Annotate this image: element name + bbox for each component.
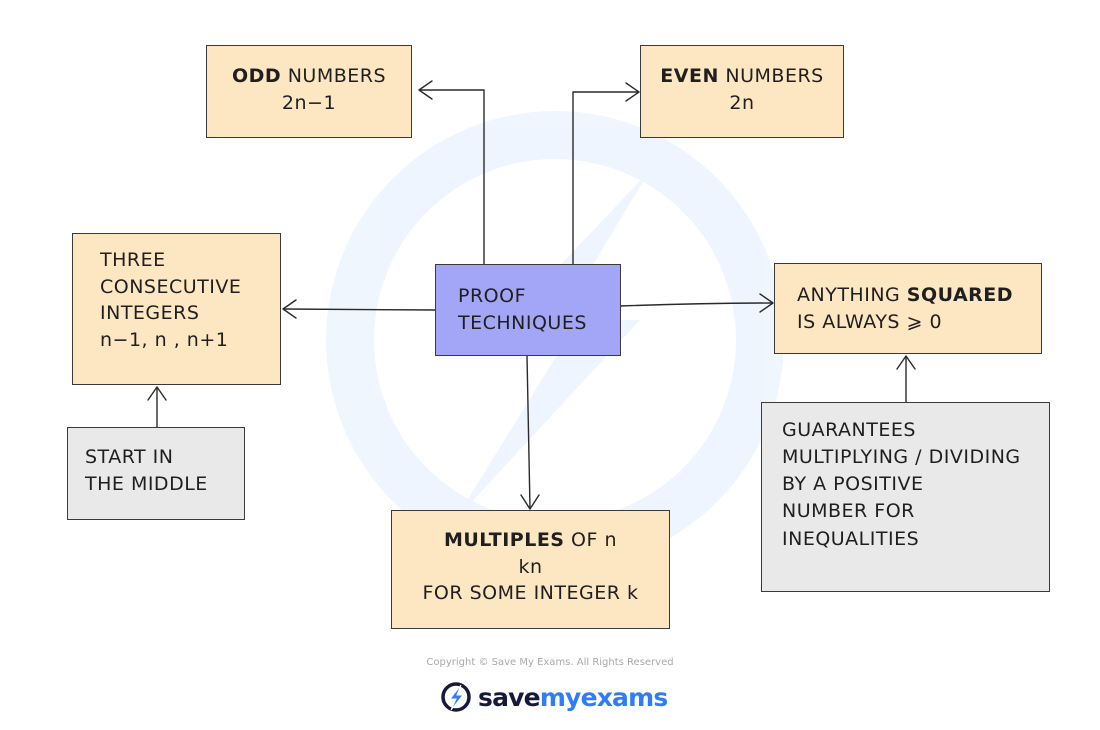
logo-word-my: my (539, 682, 582, 712)
three-consecutive-integers-node: THREE CONSECUTIVE INTEGERS n−1, n , n+1 (72, 233, 281, 385)
arrow-proof-to-three (283, 308, 436, 311)
save-my-exams-logo: savemyexams (440, 677, 669, 717)
three-line3: INTEGERS (100, 302, 200, 325)
squared-keyword: SQUARED (906, 284, 1014, 306)
multiples-formula: kn (518, 555, 543, 578)
logo-word-save: save (478, 682, 541, 712)
multiples-keyword: MULTIPLES (443, 529, 565, 551)
guarantees-line1: GUARANTEES (782, 419, 916, 441)
even-keyword: EVEN (660, 65, 719, 87)
arrow-proof-to-even (572, 91, 639, 265)
guarantees-line3: BY A POSITIVE (782, 473, 924, 496)
even-numbers-node: EVEN NUMBERS 2n (640, 45, 844, 138)
three-line1: THREE (100, 249, 166, 271)
three-formula: n−1, n , n+1 (100, 328, 229, 351)
start-line1: START IN (85, 446, 174, 468)
start-in-middle-note: START IN THE MIDDLE (67, 427, 245, 520)
even-formula: 2n (729, 91, 755, 114)
arrow-proof-to-odd (419, 89, 485, 265)
multiples-of-n-node: MULTIPLES OF n kn FOR SOME INTEGER k (391, 510, 670, 629)
arrowhead-even (625, 82, 640, 102)
lightning-bolt-logo-icon (441, 682, 471, 712)
arrowhead-three (282, 299, 297, 319)
logo-word-exams: exams (580, 682, 669, 712)
arrow-proof-to-squared (620, 302, 773, 307)
start-line2: THE MIDDLE (85, 472, 208, 495)
odd-formula: 2n−1 (281, 91, 337, 114)
arrowhead-odd (418, 80, 433, 100)
squared-line1-pre: ANYTHING (797, 284, 907, 306)
arrowhead-squared (759, 293, 774, 313)
guarantees-line5: INEQUALITIES (782, 527, 920, 550)
copyright-notice: Copyright © Save My Exams. All Rights Re… (426, 657, 674, 668)
arrow-proof-to-multiples (526, 355, 531, 509)
squared-line2: IS ALWAYS ⩾ 0 (797, 310, 943, 333)
proof-line1: PROOF (458, 285, 526, 307)
guarantees-line2: MULTIPLYING / DIVIDING (782, 446, 1021, 469)
arrowhead-start (147, 386, 167, 401)
logo-wordmark: savemyexams (478, 682, 669, 712)
multiples-line1-rest: OF n (564, 529, 618, 551)
multiples-line3: FOR SOME INTEGER k (422, 582, 639, 605)
odd-keyword: ODD (231, 65, 282, 87)
arrowhead-guarantees (896, 355, 916, 370)
anything-squared-node: ANYTHING SQUARED IS ALWAYS ⩾ 0 (774, 263, 1042, 354)
arrowhead-multiples (520, 494, 540, 510)
three-line2: CONSECUTIVE (100, 275, 242, 298)
odd-numbers-node: ODD NUMBERS 2n−1 (206, 45, 412, 138)
proof-line2: TECHNIQUES (458, 311, 587, 334)
proof-techniques-node: PROOF TECHNIQUES (435, 264, 621, 356)
odd-line1-rest: NUMBERS (281, 65, 387, 87)
even-line1-rest: NUMBERS (718, 65, 824, 87)
guarantees-note: GUARANTEES MULTIPLYING / DIVIDING BY A P… (761, 402, 1050, 592)
guarantees-line4: NUMBER FOR (782, 500, 915, 523)
